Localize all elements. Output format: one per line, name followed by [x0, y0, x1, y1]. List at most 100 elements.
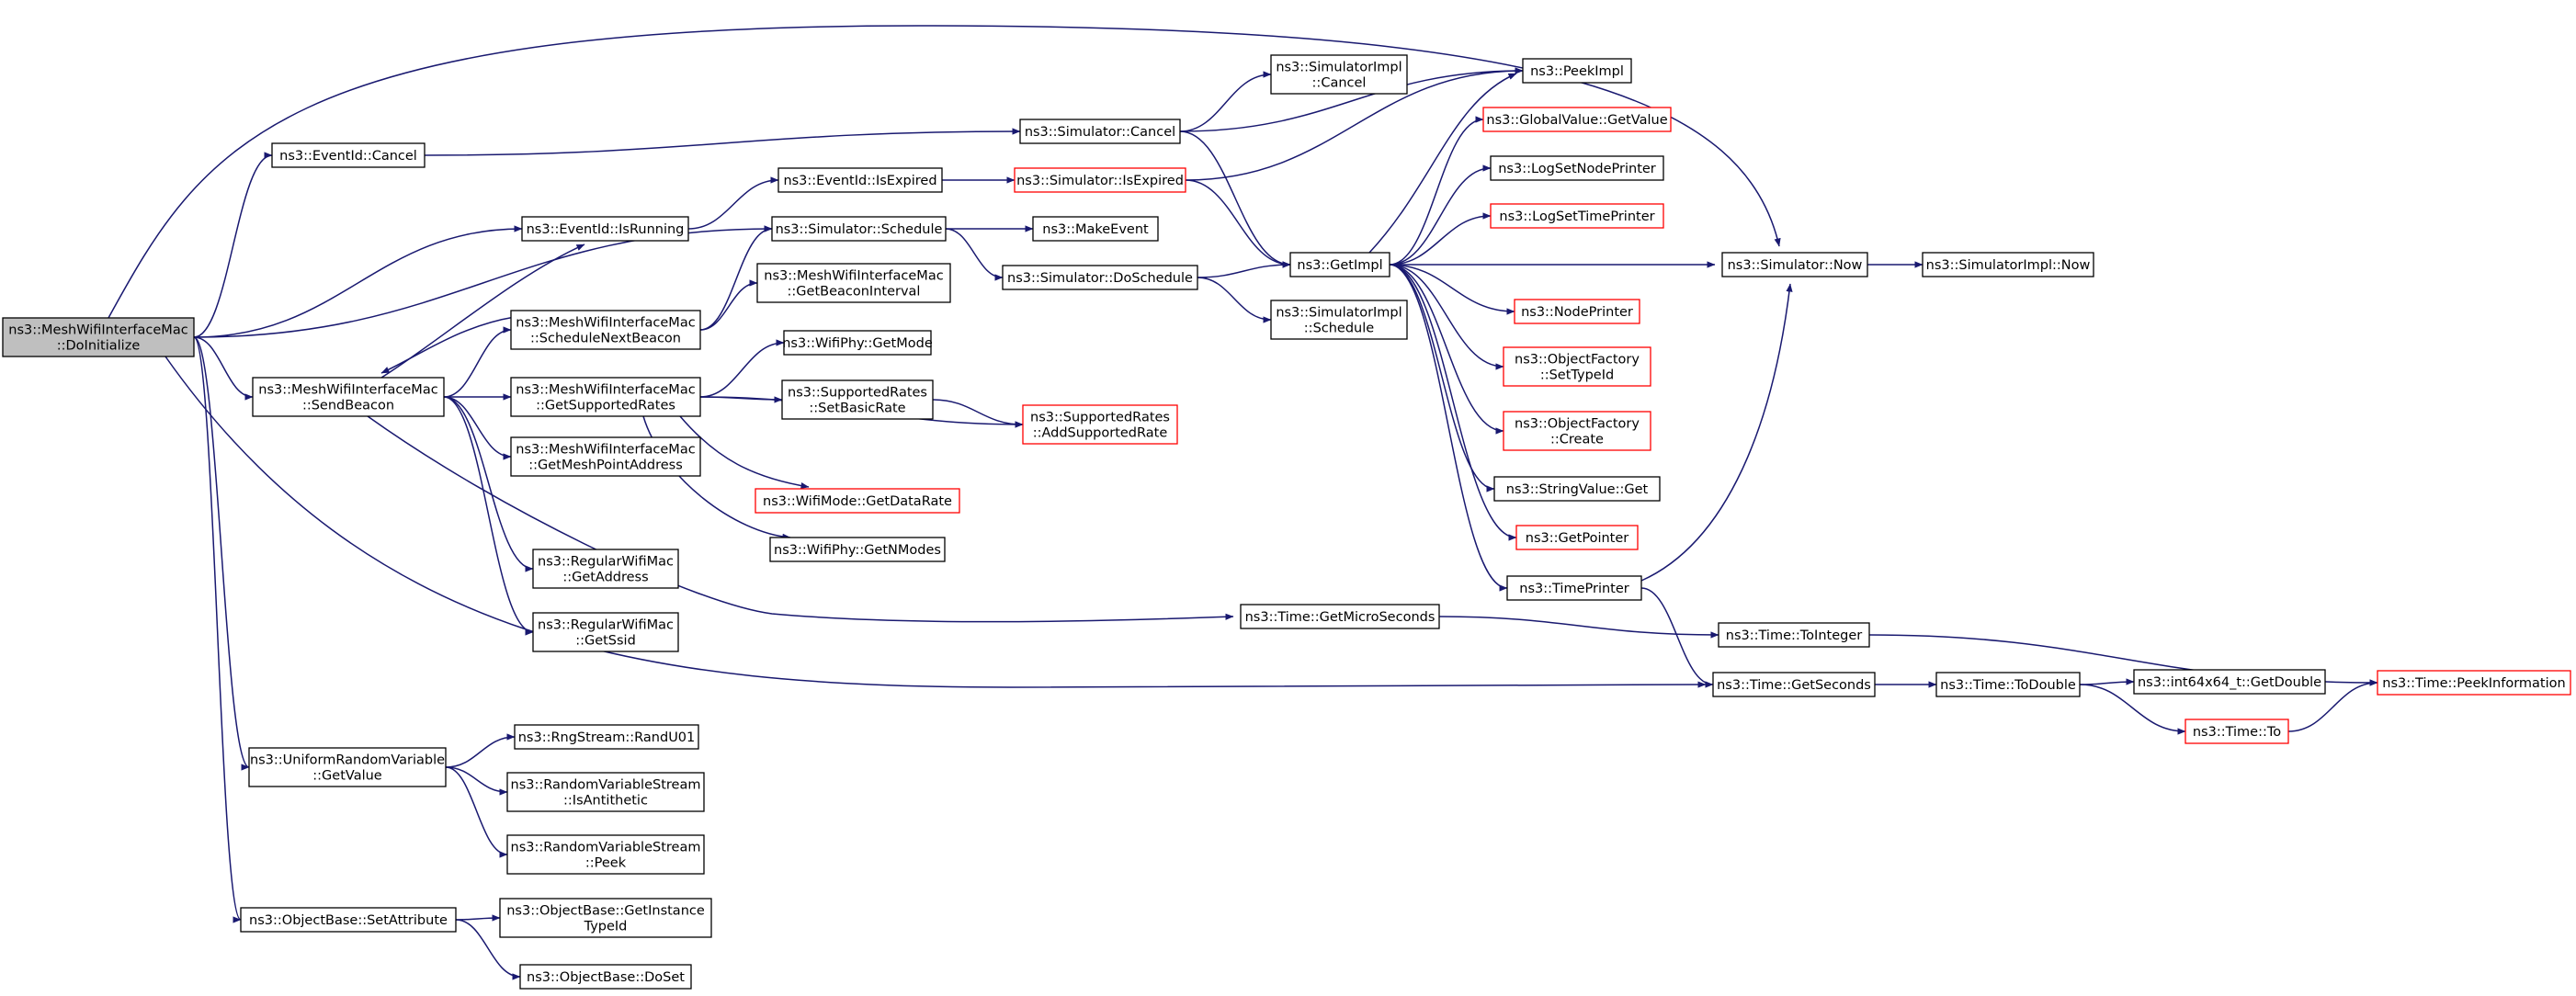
- node-randu01[interactable]: ns3::RngStream::RandU01: [514, 724, 699, 750]
- node-simimpl-now[interactable]: ns3::SimulatorImpl::Now: [1922, 252, 2094, 277]
- node-getdatarate[interactable]: ns3::WifiMode::GetDataRate: [755, 488, 960, 514]
- node-stringvalue-get[interactable]: ns3::StringValue::Get: [1493, 476, 1661, 502]
- node-label: ns3::Time::To: [2193, 725, 2281, 740]
- node-root[interactable]: ns3::MeshWifiInterfaceMac::DoInitialize: [2, 317, 195, 357]
- node-label: ns3::ObjectBase::DoSet: [527, 970, 685, 985]
- node-sim-now[interactable]: ns3::Simulator::Now: [1721, 252, 1868, 277]
- node-doset[interactable]: ns3::ObjectBase::DoSet: [519, 964, 692, 990]
- node-getbeaconinterval[interactable]: ns3::MeshWifiInterfaceMac::GetBeaconInte…: [756, 263, 951, 303]
- node-label: ::IsAntithetic: [563, 794, 648, 809]
- node-sendbeacon[interactable]: ns3::MeshWifiInterfaceMac::SendBeacon: [252, 377, 445, 417]
- node-label: ns3::RandomVariableStream: [511, 778, 701, 793]
- node-label: ns3::RngStream::RandU01: [518, 730, 696, 745]
- edge-schednextbeacon-to-sendbeacon: [380, 316, 516, 374]
- node-box: [1922, 252, 2094, 277]
- node-label: ns3::MeshWifiInterfaceMac: [516, 383, 695, 398]
- node-label: ns3::PeekImpl: [1530, 64, 1624, 79]
- node-box: [1014, 167, 1186, 193]
- node-makeevent[interactable]: ns3::MakeEvent: [1032, 216, 1159, 242]
- node-sim-schedule[interactable]: ns3::Simulator::Schedule: [771, 216, 947, 242]
- node-of-settypeid[interactable]: ns3::ObjectFactory::SetTypeId: [1503, 346, 1651, 387]
- node-sim-cancel[interactable]: ns3::Simulator::Cancel: [1019, 119, 1181, 144]
- node-simimpl-cancel[interactable]: ns3::SimulatorImpl::Cancel: [1270, 54, 1408, 95]
- node-getmicroseconds[interactable]: ns3::Time::GetMicroSeconds: [1240, 604, 1440, 629]
- node-box: [1506, 575, 1642, 601]
- node-box: [1515, 525, 1639, 550]
- node-label: ns3::WifiPhy::GetNModes: [774, 543, 941, 558]
- node-label: ns3::int64x64_t::GetDouble: [2138, 675, 2321, 690]
- edge-getsupportedrates-to-wifiphy_getmode: [699, 339, 785, 398]
- nodes-layer: ns3::MeshWifiInterfaceMac::DoInitializen…: [2, 54, 2571, 990]
- node-label: ns3::ObjectBase::SetAttribute: [249, 913, 448, 928]
- node-eventid-cancel[interactable]: ns3::EventId::Cancel: [271, 142, 426, 168]
- node-rw-getssid[interactable]: ns3::RegularWifiMac::GetSsid: [532, 612, 679, 652]
- node-getmeshpointaddress[interactable]: ns3::MeshWifiInterfaceMac::GetMeshPointA…: [510, 436, 701, 477]
- node-gv-getvalue[interactable]: ns3::GlobalValue::GetValue: [1482, 107, 1672, 132]
- node-getpointer[interactable]: ns3::GetPointer: [1515, 525, 1639, 550]
- node-label: ns3::GetImpl: [1297, 258, 1382, 273]
- edge-getimpl-to-gv_getvalue: [1389, 116, 1484, 266]
- node-box: [771, 216, 947, 242]
- node-rw-getaddress[interactable]: ns3::RegularWifiMac::GetAddress: [532, 549, 679, 589]
- node-label: ns3::MeshWifiInterfaceMac: [8, 323, 187, 338]
- node-label: ::SendBeacon: [302, 399, 394, 413]
- edge-sim_schedule-to-doschedule: [945, 228, 1004, 281]
- node-isantithetic[interactable]: ns3::RandomVariableStream::IsAntithetic: [506, 772, 705, 812]
- edge-sim_cancel-to-getimpl: [1179, 130, 1291, 268]
- node-peek[interactable]: ns3::RandomVariableStream::Peek: [506, 834, 705, 875]
- node-label: ns3::MeshWifiInterfaceMac: [258, 383, 437, 398]
- node-logsettimeprinter[interactable]: ns3::LogSetTimePrinter: [1490, 203, 1664, 229]
- node-box: [510, 436, 701, 477]
- node-getimpl[interactable]: ns3::GetImpl: [1289, 252, 1390, 277]
- node-schednextbeacon[interactable]: ns3::MeshWifiInterfaceMac::ScheduleNextB…: [510, 310, 701, 350]
- node-setbasicrate[interactable]: ns3::SupportedRates::SetBasicRate: [781, 379, 934, 420]
- node-getnmodes[interactable]: ns3::WifiPhy::GetNModes: [769, 537, 946, 562]
- node-simimpl-schedule[interactable]: ns3::SimulatorImpl::Schedule: [1270, 300, 1408, 340]
- node-eventid-isrunning[interactable]: ns3::EventId::IsRunning: [521, 216, 689, 242]
- node-setattribute[interactable]: ns3::ObjectBase::SetAttribute: [240, 907, 457, 933]
- edges-layer: [108, 25, 2378, 980]
- node-label: ns3::MeshWifiInterfaceMac: [516, 316, 695, 331]
- node-time-peekinformation[interactable]: ns3::Time::PeekInformation: [2377, 670, 2571, 696]
- edge-schednextbeacon-to-sim_schedule: [699, 225, 773, 331]
- node-sim-isexpired[interactable]: ns3::Simulator::IsExpired: [1014, 167, 1186, 193]
- node-nodeprinter[interactable]: ns3::NodePrinter: [1514, 299, 1640, 324]
- node-of-create[interactable]: ns3::ObjectFactory::Create: [1503, 411, 1651, 451]
- node-int64x64-getdouble[interactable]: ns3::int64x64_t::GetDouble: [2133, 669, 2326, 695]
- node-peekimpl[interactable]: ns3::PeekImpl: [1522, 58, 1632, 84]
- node-box: [499, 898, 712, 938]
- node-time-tointeger[interactable]: ns3::Time::ToInteger: [1718, 622, 1870, 648]
- node-box: [1240, 604, 1440, 629]
- node-wifiphy-getmode[interactable]: ns3::WifiPhy::GetMode: [782, 330, 933, 356]
- node-label: ::GetMeshPointAddress: [528, 458, 683, 473]
- node-label: ::Peek: [585, 856, 627, 871]
- node-time-getseconds[interactable]: ns3::Time::GetSeconds: [1712, 672, 1876, 697]
- node-label: ns3::StringValue::Get: [1506, 482, 1649, 497]
- node-box: [755, 488, 960, 514]
- node-box: [519, 964, 692, 990]
- node-time-to[interactable]: ns3::Time::To: [2184, 719, 2289, 744]
- node-addsupportedrate[interactable]: ns3::SupportedRates::AddSupportedRate: [1022, 404, 1178, 445]
- node-logsetnodeprinter[interactable]: ns3::LogSetNodePrinter: [1490, 155, 1664, 181]
- node-box: [1270, 300, 1408, 340]
- node-timeprinter[interactable]: ns3::TimePrinter: [1506, 575, 1642, 601]
- edge-schednextbeacon-to-getbeaconinterval: [699, 279, 758, 331]
- edge-root-to-eventid_isrunning: [193, 225, 523, 338]
- node-label: ns3::MakeEvent: [1042, 222, 1149, 237]
- node-urv-getvalue[interactable]: ns3::UniformRandomVariable::GetValue: [248, 747, 447, 787]
- edge-getimpl-to-of_settypeid: [1389, 264, 1504, 370]
- node-box: [1482, 107, 1672, 132]
- edge-time_todouble-to-int64x64_getdouble: [2079, 678, 2135, 685]
- node-label: ::Schedule: [1304, 322, 1374, 336]
- edge-getimpl-to-logsettimeprinter: [1389, 212, 1492, 266]
- node-getsupportedrates[interactable]: ns3::MeshWifiInterfaceMac::GetSupportedR…: [510, 377, 701, 417]
- node-eventid-isexpired[interactable]: ns3::EventId::IsExpired: [777, 167, 943, 193]
- node-label: ::GetValue: [312, 769, 382, 784]
- node-box: [1002, 265, 1198, 290]
- node-time-todouble[interactable]: ns3::Time::ToDouble: [1935, 672, 2081, 697]
- edge-sendbeacon-to-getmicroseconds: [367, 415, 1234, 623]
- node-label: ns3::RandomVariableStream: [511, 841, 701, 855]
- node-label: ::GetAddress: [562, 571, 648, 585]
- node-doschedule[interactable]: ns3::Simulator::DoSchedule: [1002, 265, 1198, 290]
